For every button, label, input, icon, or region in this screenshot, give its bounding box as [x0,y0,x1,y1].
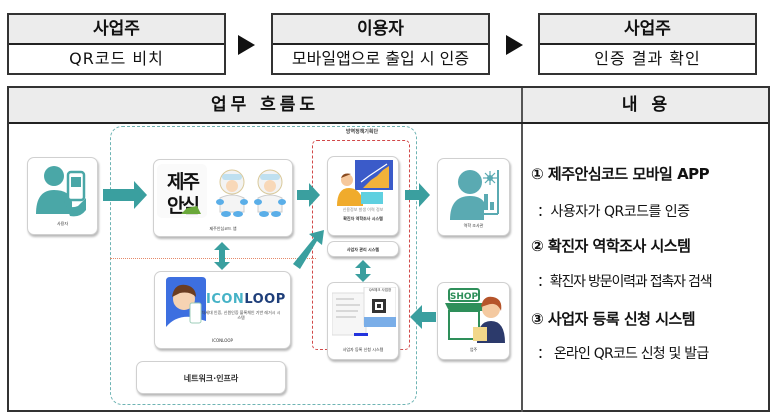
node-caption: 업주 [469,347,478,352]
play-triangle-icon [506,35,523,55]
analyst-chart-icon [337,160,393,206]
content-item-sub: ：사용자가 QR코드를 인증 [537,204,690,220]
jeju-logo: 제주 안심 [157,164,207,218]
step-actor: 이용자 [273,15,488,45]
process-step-2: 이용자 모바일앱으로 출입 시 인증 [271,13,490,75]
user-with-phone-icon [36,166,86,217]
process-step-1: 사업주 QR코드 비치 [7,13,226,75]
node-business-owner: SHOP 업주 [437,282,510,360]
process-step-3: 사업주 인증 결과 확인 [538,13,757,75]
iconloop-description: 차세대 인증, 신원인증 블록체인 기반 레거시 시스템 [201,310,281,320]
node-caption: ICONLOOP [212,338,233,343]
arrow-right-icon [405,183,430,207]
system-boundary [110,126,417,405]
iconloop-logo: ICONLOOP [206,292,286,307]
logo-accent-icon [181,206,201,214]
node-registration-system: QR체크 사업장 사업자 등록 신청 시스템 [327,282,399,360]
qr-form-icon [332,287,396,336]
node-business-management: 사업자 관리 시스템 [327,241,399,257]
mascot-characters-icon [216,169,286,217]
workflow-table: 업무 흐름도 내 용 방역정책기획단 사용자 제주안심코드 앱 제주 안심 [7,86,770,412]
arrow-right-icon [297,183,320,207]
node-tracing-system: 신용정보 발생 이력 정보 확진자 역학조사 시스템 [327,156,399,236]
investigator-icon [450,170,499,220]
person-with-phone-icon [166,277,206,331]
node-network: 네트워크·인프라 [136,361,286,394]
step-actor: 사업주 [9,15,224,45]
column-divider [521,124,523,412]
node-user: 사용자 [27,157,98,235]
shop-sign-text: SHOP [450,292,479,302]
node-investigator: 역학 조사관 [437,158,510,236]
group-label: 방역정책기획단 [345,129,379,135]
header-workflow: 업무 흐름도 [210,95,320,115]
arrow-left-icon [410,305,436,329]
node-caption: 사업자 관리 시스템 [346,247,380,252]
qr-title: QR체크 사업장 [368,288,392,292]
arrow-diagonal-icon [293,230,324,269]
node-caption: 확진자 역학조사 시스템 [343,216,383,221]
flow-arrows [103,181,436,329]
arrow-updown-icon [355,260,371,282]
arrow-right-icon [103,181,147,209]
logo-line1: 제주 [167,171,200,193]
step-actor: 사업주 [540,15,755,45]
node-caption: 제주안심코드 앱 [209,226,237,231]
step-action: QR코드 비치 [69,49,164,68]
divider-line [110,258,316,259]
step-action: 모바일앱으로 출입 시 인증 [291,49,470,68]
table-header: 업무 흐름도 내 용 [9,88,768,124]
node-caption: 사업자 등록 신청 시스템 [342,347,384,352]
node-caption: 사용자 [56,221,69,226]
step-action: 인증 결과 확인 [594,49,701,68]
shop-owner-icon: SHOP [445,288,505,343]
node-sub-caption: 신용정보 발생 이력 정보 [342,207,384,212]
workflow-diagram: 방역정책기획단 사용자 제주안심코드 앱 제주 안심 [9,124,521,412]
content-item-heading: ① 제주안심코드 모바일 APP [531,165,710,183]
content-item-heading: ③ 사업자 등록 신청 시스템 [531,310,696,328]
play-triangle-icon [238,35,255,55]
header-content: 내 용 [521,88,770,122]
arrow-updown-icon [214,242,230,270]
node-caption: 역학 조사관 [463,223,484,228]
content-item-sub: ： 온라인 QR코드 신청 및 발급 [537,346,709,362]
content-item-sub: ：확진자 방문이력과 접촉자 검색 [537,274,713,290]
content-list: ① 제주안심코드 모바일 APP ：사용자가 QR코드를 인증 ② 확진자 역학… [523,124,770,412]
content-item-heading: ② 확진자 역학조사 시스템 [531,237,691,255]
